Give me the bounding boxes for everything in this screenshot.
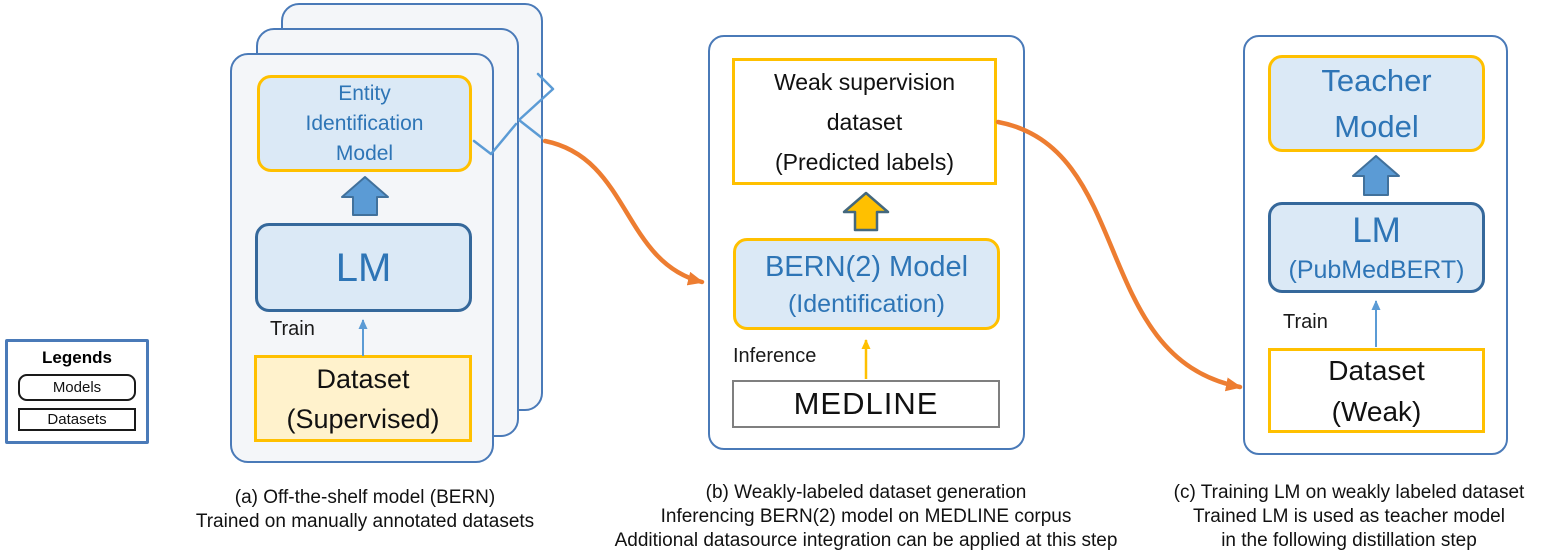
entity-box-line2: Identification	[305, 111, 424, 135]
legend-title: Legends	[42, 348, 112, 367]
medline-label: MEDLINE	[793, 386, 939, 421]
caption-b-line3: Additional datasource integration can be…	[614, 530, 1118, 550]
caption-b-line2: Inferencing BERN(2) model on MEDLINE cor…	[660, 506, 1072, 527]
caption-c: (c) Training LM on weakly labeled datase…	[1160, 481, 1538, 550]
caption-a-line1: (a) Off-the-shelf model (BERN)	[234, 487, 496, 508]
lm-pubmedbert-box: LM (PubMedBERT)	[1268, 202, 1485, 293]
dataset-supervised-line1: Dataset	[316, 363, 410, 394]
caption-c-line2: Trained LM is used as teacher model	[1193, 506, 1505, 527]
teacher-line1: Teacher	[1321, 62, 1432, 98]
lm-c-line1: LM	[1352, 210, 1401, 250]
caption-a-line2: Trained on manually annotated datasets	[195, 511, 535, 532]
lm-box-a: LM	[255, 223, 472, 312]
legend-box: Legends Models Datasets	[5, 339, 149, 444]
dataset-supervised-line2: (Supervised)	[286, 403, 440, 434]
teacher-line2: Model	[1334, 108, 1419, 144]
bern2-line1: BERN(2) Model	[764, 251, 969, 283]
dataset-weak-box: Dataset (Weak)	[1268, 348, 1485, 433]
caption-c-line1: (c) Training LM on weakly labeled datase…	[1173, 482, 1525, 503]
teacher-model-box: Teacher Model	[1268, 55, 1485, 152]
train-label-a: Train	[270, 318, 315, 340]
legend-datasets-chip: Datasets	[18, 408, 136, 431]
flow-arrow-a-to-b-icon	[542, 138, 705, 286]
caption-b: (b) Weakly-labeled dataset generation In…	[596, 481, 1136, 550]
bern2-line2: (Identification)	[787, 290, 946, 318]
entity-box-line3: Model	[335, 141, 394, 165]
dataset-supervised-box: Dataset (Supervised)	[254, 355, 472, 442]
dataset-weak-line2: (Weak)	[1331, 395, 1422, 427]
dataset-weak-line1: Dataset	[1328, 354, 1425, 386]
caption-c-line3: in the following distillation step	[1221, 530, 1477, 550]
medline-box: MEDLINE	[732, 380, 1000, 428]
caption-a: (a) Off-the-shelf model (BERN) Trained o…	[150, 486, 580, 534]
inference-label: Inference	[733, 345, 817, 367]
entity-box-line1: Entity	[338, 81, 391, 105]
bern2-model-box: BERN(2) Model (Identification)	[733, 238, 1000, 330]
weak-dataset-line2: dataset	[826, 108, 903, 135]
flow-arrow-b-to-c-icon	[995, 119, 1243, 392]
train-label-c: Train	[1283, 311, 1328, 333]
entity-identification-model-box: Entity Identification Model	[257, 75, 472, 172]
legend-models-chip: Models	[18, 374, 136, 401]
lm-box-a-label: LM	[335, 245, 392, 290]
lm-c-line2: (PubMedBERT)	[1288, 255, 1465, 284]
weak-supervision-dataset-box: Weak supervision dataset (Predicted labe…	[732, 58, 997, 185]
weak-dataset-line3: (Predicted labels)	[775, 148, 954, 175]
weak-dataset-line1: Weak supervision	[773, 68, 956, 95]
caption-b-line1: (b) Weakly-labeled dataset generation	[705, 482, 1027, 503]
